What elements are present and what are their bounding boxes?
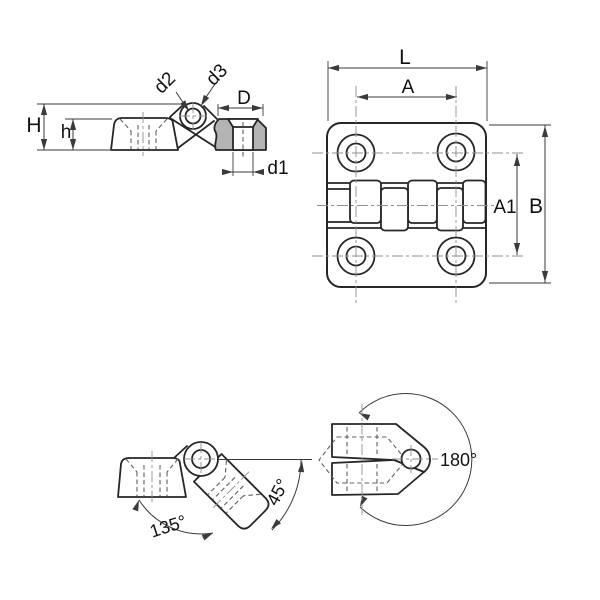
dim-label-A: A [402, 77, 415, 98]
front-knuckle-segments [349, 179, 487, 232]
folded-180-view: 180° [318, 393, 477, 526]
folded-45-view: 45° 135° [117, 441, 312, 542]
dim-label-d2: d2 [150, 68, 180, 98]
dim-label-180deg: 180° [440, 450, 477, 470]
dim-label-A1: A1 [493, 197, 516, 218]
fold45-rotated-leaf [193, 453, 270, 530]
fold180-centerlines [361, 404, 438, 517]
B-extension-lines [489, 124, 551, 284]
dim-label-135deg: 135° [147, 511, 189, 542]
dim-label-d3: d3 [202, 60, 232, 90]
fold45-left-leaf-hidden-lines [125, 458, 179, 496]
dim-label-H: H [26, 114, 41, 137]
side-knuckle-tangent-right [203, 105, 218, 120]
L-extension-lines [327, 61, 488, 121]
front-view: L A B A1 [312, 46, 551, 303]
fold45-knuckle-crosshair [184, 442, 218, 476]
deg135-arc [138, 499, 214, 535]
side-leaf-cross-line-2 [177, 120, 215, 149]
fold180-bottom-leaf [331, 459, 425, 496]
dim-label-B: B [529, 195, 543, 218]
side-left-leaf-hidden-lines [119, 118, 168, 149]
fold45-knuckle-tangent [173, 445, 188, 459]
front-centerlines [312, 86, 526, 303]
side-knuckle-crosshair [179, 102, 207, 130]
D-extension-lines [217, 104, 264, 116]
dim-label-h: h [61, 122, 72, 143]
side-left-leaf [110, 117, 179, 151]
side-knuckle-tangent-left [169, 104, 184, 118]
dim-label-D: D [237, 88, 251, 109]
H-extension-lines [37, 103, 183, 151]
dim-label-L: L [399, 46, 411, 69]
deg180-arc [358, 393, 473, 526]
side-leaf-cross-line-1 [169, 117, 221, 151]
fold180-hidden-lines [318, 427, 407, 493]
side-view: H h D d1 d2 d3 [26, 60, 288, 179]
dim-label-d1: d1 [267, 158, 288, 179]
